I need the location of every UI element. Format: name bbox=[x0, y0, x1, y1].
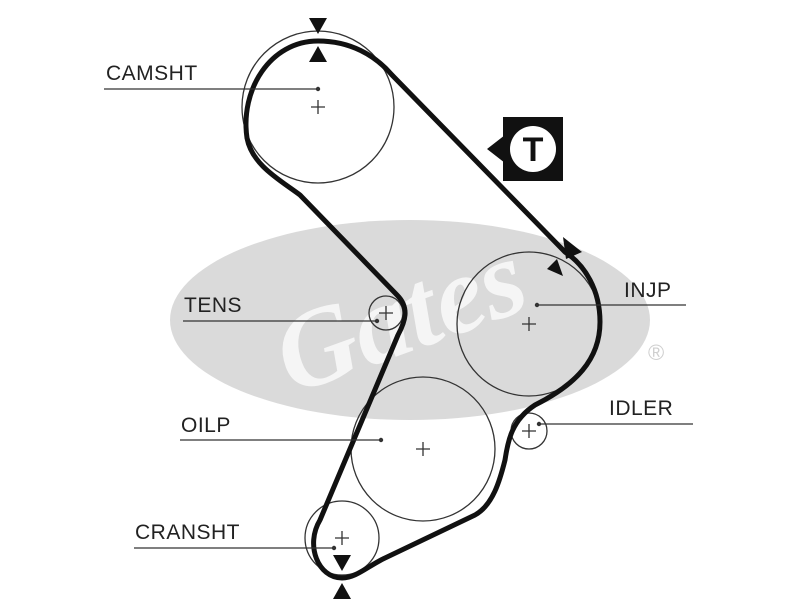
pulley-centre-marks bbox=[311, 100, 536, 545]
cransht-timing-mark-top bbox=[333, 555, 351, 571]
injp-timing-mark-inner bbox=[547, 259, 563, 276]
tensioner-badge: T bbox=[487, 117, 563, 181]
timing-belt bbox=[243, 38, 603, 581]
label-injp: INJP bbox=[624, 279, 672, 302]
idler-leader-dot bbox=[536, 421, 542, 427]
watermark-registered-mark: ® bbox=[648, 340, 664, 365]
oilp-leader-dot bbox=[378, 437, 384, 443]
cransht-timing-mark-bottom bbox=[333, 583, 351, 599]
injp-leader-dot bbox=[534, 302, 540, 308]
camsht-timing-mark-bottom bbox=[309, 46, 327, 62]
label-cransht: CRANSHT bbox=[135, 521, 241, 544]
cransht-pulley bbox=[304, 500, 380, 576]
label-idler: IDLER bbox=[609, 397, 674, 420]
gates-watermark: Gates ® bbox=[170, 215, 664, 420]
timing-marks bbox=[309, 18, 582, 599]
label-camsht: CAMSHT bbox=[106, 62, 198, 85]
camsht-timing-mark-top bbox=[309, 18, 327, 34]
tensioner-badge-letter: T bbox=[523, 131, 544, 169]
tensioner-badge-pointer bbox=[487, 135, 505, 163]
injp-timing-mark-outer bbox=[563, 237, 582, 259]
tens-leader-dot bbox=[374, 318, 380, 324]
label-tens: TENS bbox=[184, 294, 243, 317]
camsht-leader-dot bbox=[315, 86, 321, 92]
label-oilp: OILP bbox=[181, 414, 231, 437]
cransht-leader-dot bbox=[331, 545, 337, 551]
tensioner-badge-circle bbox=[510, 126, 556, 172]
